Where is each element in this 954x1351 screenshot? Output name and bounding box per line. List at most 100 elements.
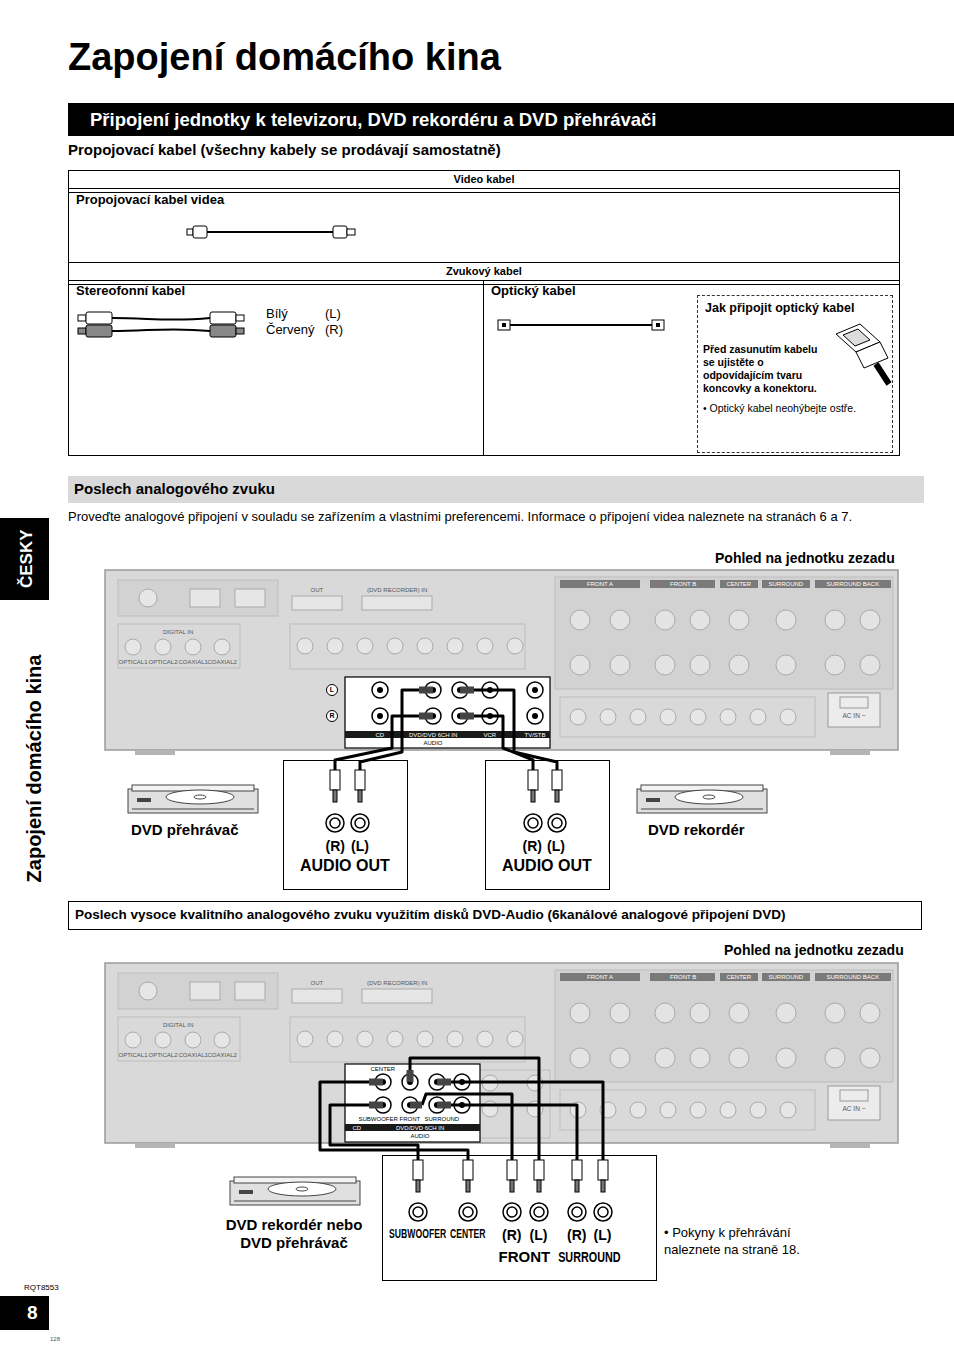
panel-label: OUT (311, 587, 324, 593)
panel-label: SURROUND (769, 581, 804, 587)
node-text: Poslech vysoce kvalitního analogového zv… (75, 907, 785, 923)
table-cell: Propojovací kabel videa (68, 188, 900, 263)
dashed-callout: Jak připojit optický kabelPřed zasunutím… (697, 295, 893, 453)
panel-label: CD (353, 1125, 362, 1131)
audio-input-block (527, 708, 543, 724)
audio-input-block (377, 713, 383, 719)
view-caption: Pohled na jednotku zezadu (715, 550, 895, 566)
table-cell: Stereofonní kabelBílý(L)Červený(R) (68, 280, 484, 456)
cable-illustration (78, 315, 86, 321)
device-icon (128, 785, 767, 1205)
output-jack (534, 1207, 544, 1217)
output-jack (413, 1207, 423, 1217)
box-plug (507, 1160, 517, 1180)
panel-label: CD (376, 732, 385, 738)
box-plug (601, 1180, 605, 1192)
cable-illustration (498, 320, 510, 330)
panel-label: FRONT A (587, 974, 613, 980)
box-plug (575, 1180, 579, 1192)
cable-illustration (193, 226, 207, 238)
panel-label: COAXIAL1 (179, 659, 208, 665)
plug-body (437, 1079, 451, 1086)
panel-label: OPTICAL2 (149, 659, 178, 665)
device-name: DVD rekordér nebo DVD přehrávač (214, 1216, 374, 1252)
cable-illustration (652, 320, 664, 330)
panel-label: COAXIAL1 (179, 1052, 208, 1058)
box-plug (598, 1160, 608, 1180)
audio-cable (451, 1105, 577, 1160)
cable-illustration (236, 328, 244, 334)
node-text: Bílý (266, 307, 288, 322)
panel-label: CENTER (371, 1066, 396, 1072)
panel-label: DVD/DVD 6CH IN (396, 1125, 444, 1131)
panel-label: OPTICAL1 (119, 1052, 148, 1058)
node-text: SUBWOOFER (389, 1228, 446, 1242)
node-text: ČESKY (16, 529, 36, 588)
box-plug (413, 1160, 423, 1180)
plug-body (369, 1102, 383, 1109)
box-plug (330, 770, 340, 790)
callout-ground (485, 760, 610, 890)
panel-label: OPTICAL1 (119, 659, 148, 665)
panel-label: COAXIAL2 (208, 1052, 237, 1058)
node-text: (R) (567, 1227, 586, 1243)
audio-input-block (372, 708, 388, 724)
table-header-cell: Video kabel (68, 170, 900, 193)
output-jack (524, 814, 542, 832)
node-text: FRONT (499, 1248, 551, 1265)
language-tab: ČESKY (0, 518, 49, 600)
output-jack (528, 818, 538, 828)
cable-illustration (78, 328, 86, 334)
panel-label: SURROUND BACK (827, 581, 880, 587)
box-plug (528, 770, 538, 790)
node-text: (L) (594, 1227, 612, 1243)
node-text: (R) (502, 1227, 521, 1243)
six-channel-input-block (345, 1064, 480, 1142)
panel-label: SURROUND BACK (827, 974, 880, 980)
box-plug (358, 790, 362, 802)
audio-cable (360, 690, 419, 770)
page-title: Zapojení domácího kina (68, 36, 501, 80)
cable-illustration (187, 229, 193, 235)
output-jack (326, 814, 612, 1221)
cable-illustration (856, 342, 888, 368)
box-plug (572, 1160, 582, 1180)
callout-box: (R)(L)AUDIO OUT (485, 760, 610, 890)
node-text: Zvukový kabel (446, 265, 522, 278)
channel-marker: R (326, 710, 338, 722)
audio-cable (474, 716, 533, 770)
panel-label: DVD/DVD 6CH IN (409, 732, 457, 738)
document-code: RQT8553 (24, 1283, 59, 1292)
panel-label: CENTER (727, 581, 752, 587)
panel-label: (DVD RECORDER) IN (367, 587, 427, 593)
audio-cable (330, 1105, 418, 1160)
box-plug (510, 1180, 514, 1192)
node-text: Připojení jednotky k televizoru, DVD rek… (90, 109, 656, 130)
output-jack (594, 1203, 612, 1221)
cable-illustration (502, 323, 506, 327)
plug-body (369, 690, 474, 1105)
box-plug (466, 1180, 470, 1192)
channel-marker: L (326, 684, 338, 696)
node-text: (L) (530, 1227, 548, 1243)
output-jack (530, 1203, 548, 1221)
body-text: Proveďte analogové připojení v souladu s… (68, 509, 908, 526)
box-plug (531, 790, 535, 802)
node-text: Optický kabel (491, 284, 576, 299)
output-jack (503, 1203, 521, 1221)
note: • Pokyny k přehrávání naleznete na stran… (664, 1225, 839, 1259)
audio-cable (335, 716, 419, 770)
node-text: CENTER (450, 1228, 486, 1242)
panel-label: TV/STB (525, 732, 546, 738)
box-plug (534, 1160, 544, 1180)
callout-box: (R)(L)AUDIO OUT (283, 760, 408, 890)
output-jack (409, 1203, 427, 1221)
output-jack (463, 1207, 473, 1217)
cable-illustration (210, 312, 236, 324)
box-plug (537, 1180, 541, 1192)
panel-label: CENTER (727, 974, 752, 980)
plug-body (410, 1102, 422, 1109)
cable-illustration (112, 329, 210, 331)
output-jack (507, 1207, 517, 1217)
